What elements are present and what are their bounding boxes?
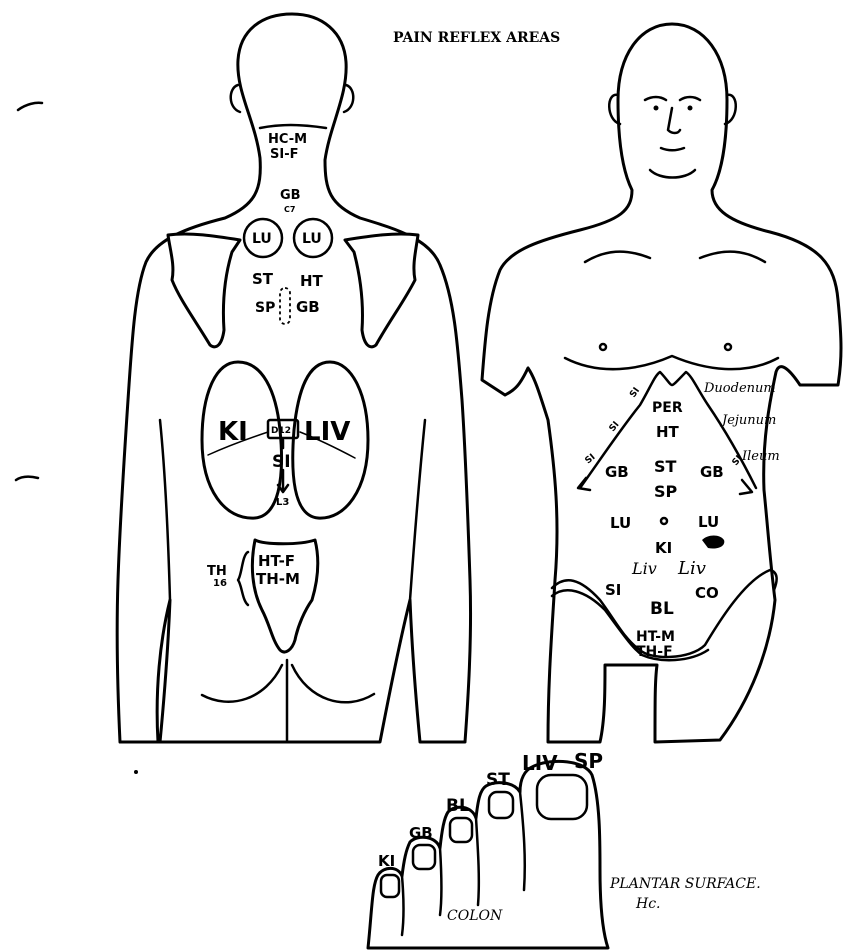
eye-right xyxy=(688,106,693,111)
stray-mark-mid-left xyxy=(16,477,38,480)
label-sp-back: SP xyxy=(255,300,275,316)
caption-plantar-surface: PLANTAR SURFACE. xyxy=(609,876,761,892)
toe-sep-2 xyxy=(440,848,442,915)
label-th-m-back: TH-M xyxy=(256,570,300,588)
label-gb-front-left: GB xyxy=(605,463,629,481)
label-gb-back: GB xyxy=(296,298,320,316)
label-ht-back: HT xyxy=(300,272,324,290)
label-ileum: Ileum xyxy=(741,449,780,464)
label-th: TH xyxy=(207,564,227,579)
label-16: 16 xyxy=(213,578,227,589)
label-st-front: ST xyxy=(654,457,677,476)
label-lu-front-right: LU xyxy=(698,513,719,531)
back-ear-right xyxy=(344,85,353,112)
label-sp-toe: SP xyxy=(574,749,603,773)
back-ear-left xyxy=(231,85,240,112)
label-l3: L3 xyxy=(276,497,289,508)
label-co-front: CO xyxy=(695,584,719,602)
label-d12: D12 xyxy=(271,426,291,436)
label-th-f-front: TH-F xyxy=(636,644,673,660)
label-st-back: ST xyxy=(252,270,274,288)
label-liv-front-left: Liv xyxy=(631,559,657,578)
label-ht-front: HT xyxy=(656,423,680,441)
label-liv-toe: LIV xyxy=(522,751,558,775)
label-gb-neck: GB xyxy=(280,188,301,203)
label-gb-toe: GB xyxy=(409,824,433,842)
label-colon: COLON xyxy=(447,908,503,924)
label-si-f: SI-F xyxy=(270,147,298,162)
label-lu-right: LU xyxy=(302,231,322,247)
label-lu-left: LU xyxy=(252,231,272,247)
label-c7: C7 xyxy=(284,205,295,214)
label-bl-front: BL xyxy=(650,599,674,619)
label-sp-front: SP xyxy=(654,482,678,501)
label-liv-front-right: Liv xyxy=(677,558,706,579)
label-duodenum: Duodenum xyxy=(703,381,776,396)
label-si-front: SI xyxy=(605,581,621,599)
foot-figure: KI GB BL ST LIV SP COLON PLANTAR SURFACE… xyxy=(368,749,761,948)
stray-mark-top-left xyxy=(18,103,42,110)
label-ht-f-back: HT-F xyxy=(258,552,295,570)
label-hc-m: HC-M xyxy=(268,132,307,147)
diagram-title: PAIN REFLEX AREAS xyxy=(393,30,560,46)
label-ki-back: KI xyxy=(218,417,248,447)
eye-left xyxy=(654,106,659,111)
label-ki-front: KI xyxy=(655,539,672,557)
label-ht-m-front: HT-M xyxy=(636,629,675,645)
label-si-back: SI xyxy=(272,452,291,472)
stray-dot-left xyxy=(134,770,138,774)
label-ki-toe: KI xyxy=(378,852,395,870)
label-jejunum: Jejunum xyxy=(719,413,776,428)
label-bl-toe: BL xyxy=(446,796,470,816)
label-st-toe: ST xyxy=(486,770,510,790)
front-view-figure: PER HT ST SP GB GB LU LU KI Liv Liv SI C… xyxy=(482,24,841,742)
back-view-figure: HC-M SI-F GB C7 LU LU ST HT SP GB KI LIV… xyxy=(117,14,470,742)
label-lu-front-left: LU xyxy=(610,514,631,532)
label-per: PER xyxy=(652,400,683,416)
label-liv-back: LIV xyxy=(304,417,350,447)
label-gb-front-right: GB xyxy=(700,463,724,481)
caption-hc: Hc. xyxy=(635,896,661,912)
